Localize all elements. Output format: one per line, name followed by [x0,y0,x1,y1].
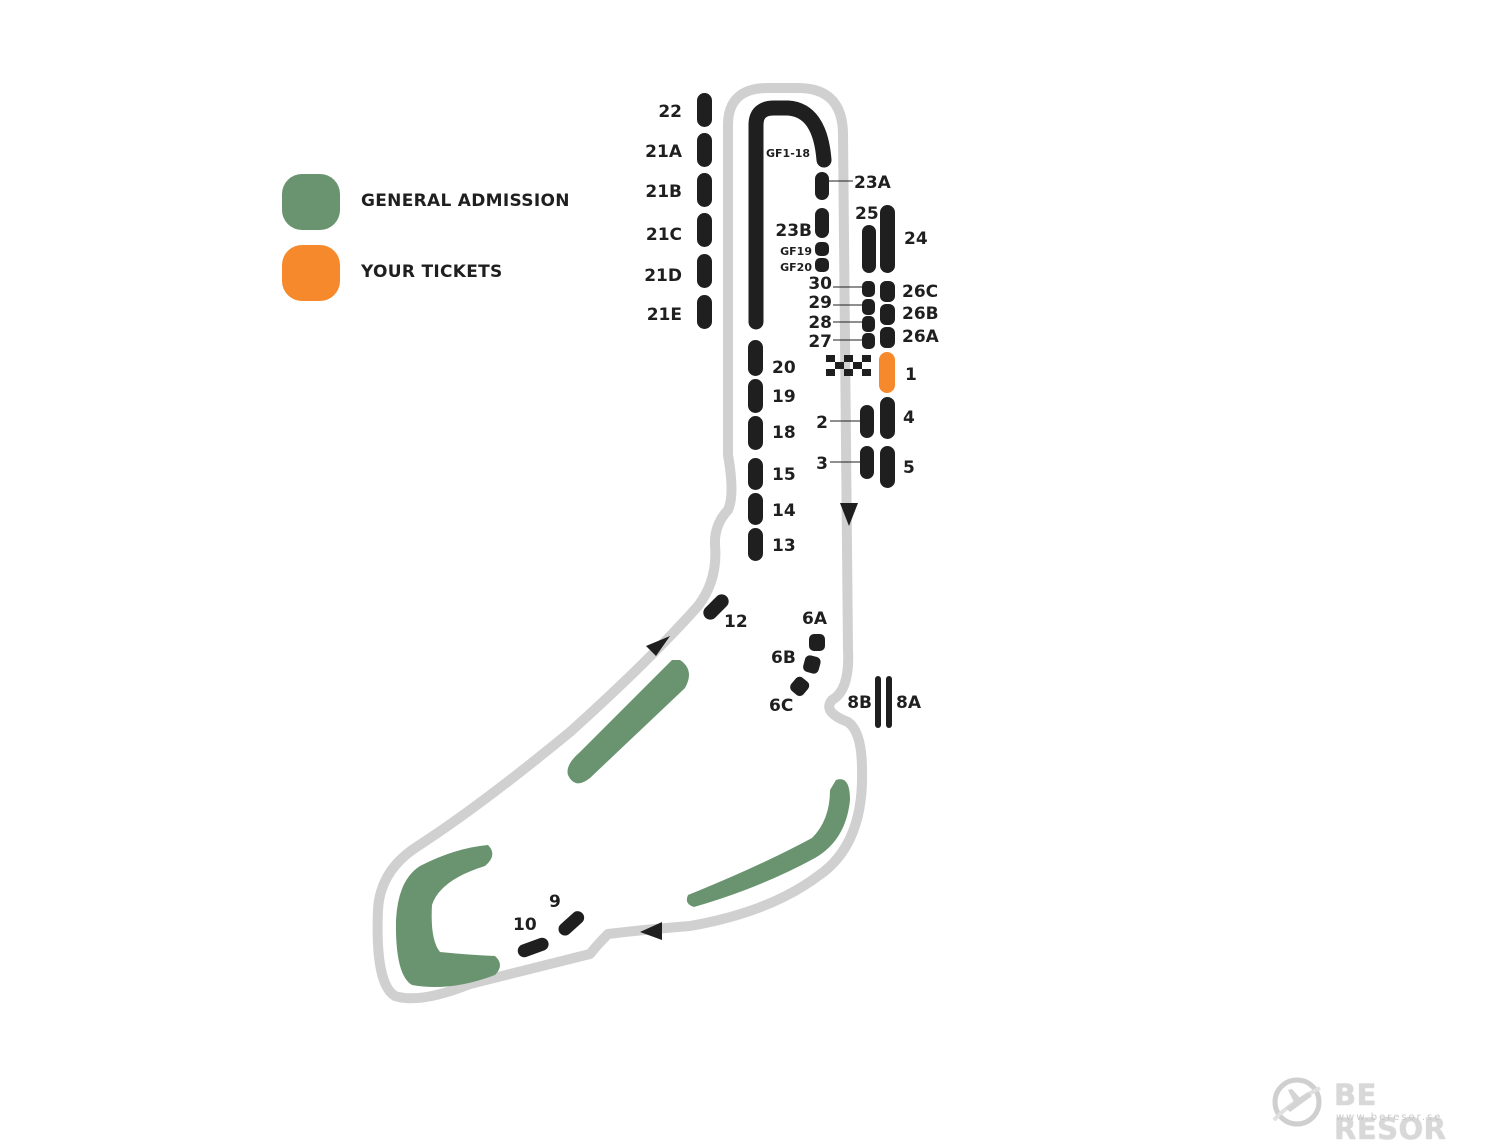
label-21D: 21D [644,266,682,286]
label-6C: 6C [769,696,793,716]
ga-zone-southwest[interactable] [395,845,500,988]
label-18: 18 [772,423,796,443]
stand-1-block[interactable] [879,352,895,393]
label-26C: 26C [902,282,938,302]
label-19: 19 [772,387,796,407]
brand-watermark: BE RESOR www.beresor.se [1268,1074,1488,1146]
legend-your-tickets: YOUR TICKETS [282,245,602,305]
stand-18-block[interactable] [748,416,763,450]
label-29: 29 [808,293,832,313]
stand-26C-block[interactable] [880,281,895,302]
stand-4-block[interactable] [880,397,895,439]
track-outline [372,83,868,1004]
label-23A: 23A [854,173,892,193]
ga-zone-east[interactable] [686,779,850,907]
label-24: 24 [904,229,928,249]
stand-8B-block[interactable] [875,676,881,728]
label-3: 3 [816,454,828,474]
label-26B: 26B [902,304,939,324]
stand-24-block[interactable] [880,205,895,273]
stand-GF1-18-block[interactable] [748,100,832,330]
stand-21A-block[interactable] [697,133,712,167]
stand-8A-block[interactable] [886,676,892,728]
stand-20-block[interactable] [748,340,763,376]
label-GF20: GF20 [780,261,812,274]
label-14: 14 [772,501,796,521]
brand-url: www.beresor.se [1336,1112,1443,1123]
finish-line-flag [826,355,871,376]
label-9: 9 [549,892,561,912]
stand-15-block[interactable] [748,458,763,490]
label-GF1-18: GF1-18 [766,147,810,160]
label-27: 27 [808,332,832,352]
label-20: 20 [772,358,796,378]
stand-12-block[interactable] [700,591,731,622]
stand-23B-block[interactable] [815,208,829,238]
label-10: 10 [513,915,537,935]
stand-6B-block[interactable] [802,654,822,675]
legend-general-admission: GENERAL ADMISSION [282,174,602,234]
ga-zone-west[interactable] [567,660,690,784]
stand-19-block[interactable] [748,379,763,413]
stand-9-block[interactable] [556,909,587,939]
your-tickets-swatch [282,245,340,301]
label-30: 30 [808,274,832,294]
label-28: 28 [808,313,832,333]
stand-GF19-block[interactable] [815,242,829,256]
label-5: 5 [903,458,915,478]
label-6B: 6B [771,648,796,668]
stand-21C-block[interactable] [697,213,712,247]
label-21C: 21C [646,225,682,245]
label-21E: 21E [647,305,682,325]
label-22: 22 [658,102,682,122]
stand-21E-block[interactable] [697,295,712,329]
label-4: 4 [903,408,915,428]
stand-30-block[interactable] [862,281,875,297]
your-tickets-label: YOUR TICKETS [361,262,503,282]
stand-10-block[interactable] [516,936,551,959]
stand-29-block[interactable] [862,299,875,315]
stand-25-block[interactable] [862,225,876,273]
stand-6C-block[interactable] [788,675,811,698]
label-GF19: GF19 [780,245,812,258]
general-admission-swatch [282,174,340,230]
stand-5-block[interactable] [880,446,895,488]
stand-23A-block[interactable] [815,172,829,200]
general-admission-label: GENERAL ADMISSION [361,191,570,211]
label-25: 25 [855,204,879,224]
label-23B: 23B [775,221,812,241]
label-26A: 26A [902,327,940,347]
stand-GF20-block[interactable] [815,258,829,272]
stand-21B-block[interactable] [697,173,712,207]
label-13: 13 [772,536,796,556]
label-21A: 21A [645,142,683,162]
label-8B: 8B [847,693,872,713]
label-21B: 21B [645,182,682,202]
stand-27-block[interactable] [862,333,875,349]
stand-14-block[interactable] [748,493,763,525]
label-8A: 8A [896,693,922,713]
stand-28-block[interactable] [862,316,875,332]
label-1: 1 [905,365,917,385]
direction-arrow-up [646,636,670,656]
stand-6A-block[interactable] [809,634,825,651]
stand-2-block[interactable] [860,405,874,438]
stand-21D-block[interactable] [697,254,712,288]
label-15: 15 [772,465,796,485]
stand-26B-block[interactable] [880,304,895,325]
direction-arrow-left [640,922,662,940]
stand-22-block[interactable] [697,93,712,127]
direction-arrow-down [840,503,858,526]
stand-26A-block[interactable] [880,327,895,348]
label-2: 2 [816,413,828,433]
label-12: 12 [724,612,748,632]
stand-3-block[interactable] [860,446,874,479]
label-6A: 6A [802,609,828,629]
stand-13-block[interactable] [748,528,763,561]
globe-plane-icon [1272,1077,1322,1127]
